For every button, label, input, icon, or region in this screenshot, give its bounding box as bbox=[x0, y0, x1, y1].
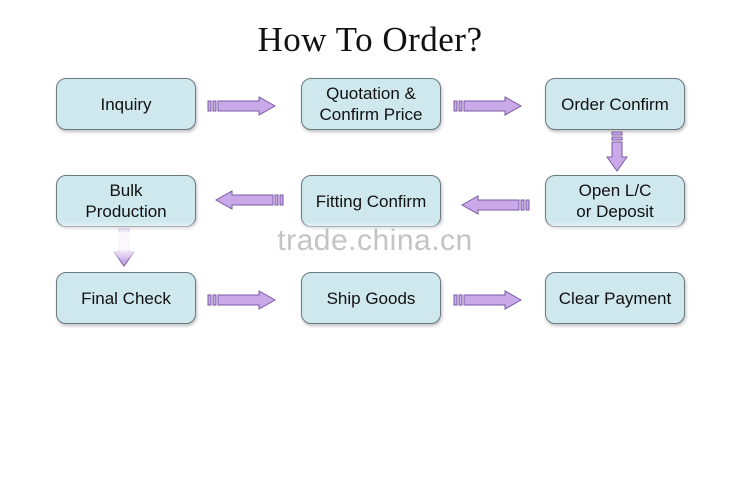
step-order-confirm: Order Confirm bbox=[545, 78, 685, 130]
step-inquiry: Inquiry bbox=[56, 78, 196, 130]
step-quotation-label: Quotation & Confirm Price bbox=[319, 84, 423, 124]
arrow-right-icon bbox=[207, 96, 277, 116]
watermark-band bbox=[0, 221, 750, 261]
step-quotation: Quotation & Confirm Price bbox=[301, 78, 441, 130]
arrow-left-icon bbox=[214, 190, 284, 210]
arrow-left-icon bbox=[460, 195, 530, 215]
step-open-lc-label: Open L/C or Deposit bbox=[576, 181, 654, 221]
step-fitting-confirm: Fitting Confirm bbox=[301, 175, 441, 227]
step-final-check: Final Check bbox=[56, 272, 196, 324]
step-clear-payment-label: Clear Payment bbox=[558, 288, 672, 308]
step-bulk-production-label: Bulk Production bbox=[85, 181, 167, 221]
step-bulk-production: Bulk Production bbox=[56, 175, 196, 227]
step-ship-goods: Ship Goods bbox=[301, 272, 441, 324]
arrow-right-icon bbox=[207, 290, 277, 310]
arrow-right-icon bbox=[453, 290, 523, 310]
step-clear-payment: Clear Payment bbox=[545, 272, 685, 324]
step-ship-goods-label: Ship Goods bbox=[326, 288, 416, 308]
step-fitting-confirm-label: Fitting Confirm bbox=[315, 191, 427, 211]
step-inquiry-label: Inquiry bbox=[100, 94, 152, 114]
watermark: trade.china.cn bbox=[277, 224, 473, 257]
step-order-confirm-label: Order Confirm bbox=[561, 94, 669, 114]
arrow-right-icon bbox=[453, 96, 523, 116]
page-title: How To Order? bbox=[257, 20, 483, 59]
step-open-lc: Open L/C or Deposit bbox=[545, 175, 685, 227]
arrow-down-icon bbox=[606, 131, 628, 172]
step-final-check-label: Final Check bbox=[81, 288, 171, 308]
